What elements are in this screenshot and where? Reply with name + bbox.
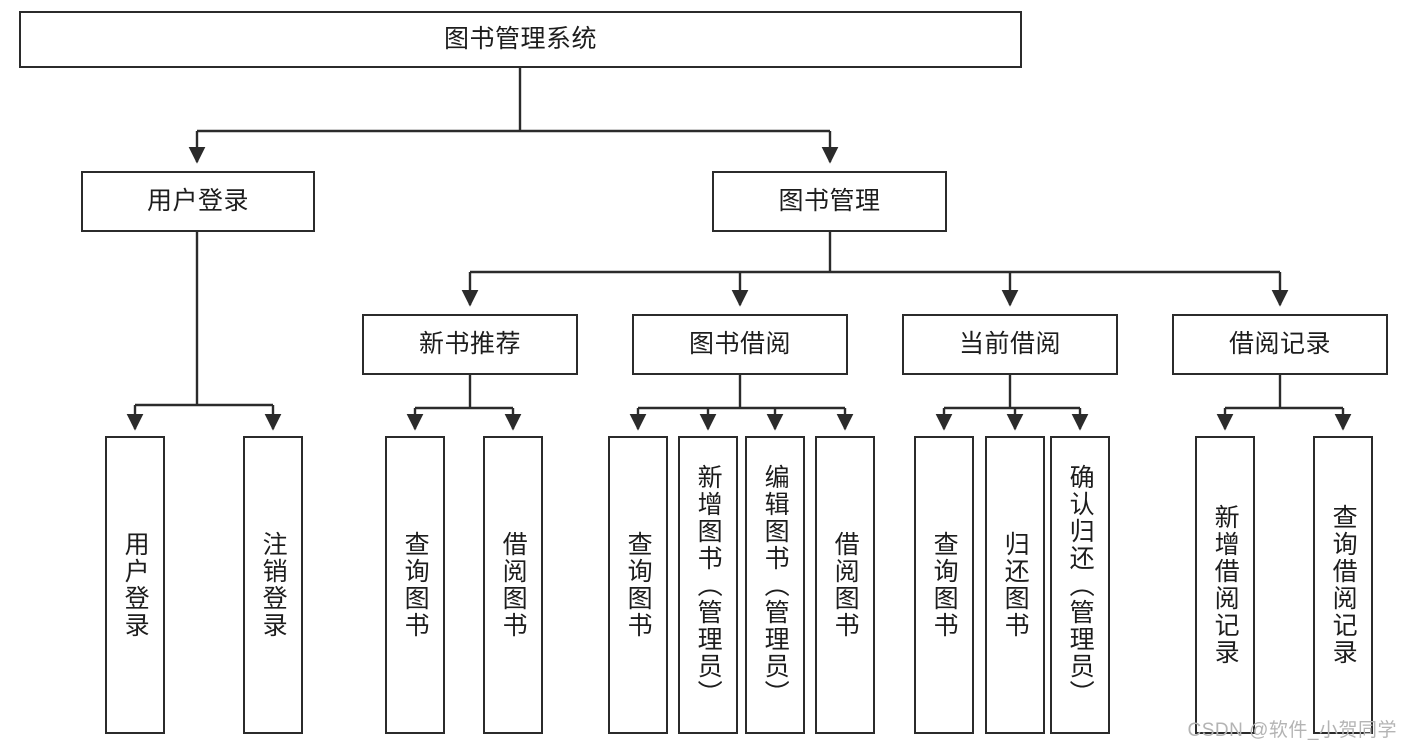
node-new-book-recommend[interactable]: 新书推荐: [362, 314, 578, 375]
node-label: 图书借阅: [688, 330, 791, 358]
leaf-new-book-borrow[interactable]: 借阅图书: [483, 436, 543, 734]
node-label: 用户登录: [146, 187, 249, 215]
leaf-current-query-book[interactable]: 查询图书: [914, 436, 974, 734]
leaf-borrow-add-book-admin[interactable]: 新增图书（管理员）: [678, 436, 738, 734]
leaf-user-login-signin[interactable]: 用户登录: [105, 436, 165, 734]
node-label: 借阅记录: [1228, 330, 1331, 358]
node-book-borrow[interactable]: 图书借阅: [632, 314, 848, 375]
leaf-borrow-query-book[interactable]: 查询图书: [608, 436, 668, 734]
node-label: 查询借阅记录: [1329, 504, 1358, 666]
leaf-current-confirm-return-admin[interactable]: 确认归还（管理员）: [1050, 436, 1110, 734]
leaf-current-return-book[interactable]: 归还图书: [985, 436, 1045, 734]
node-label: 借阅图书: [831, 531, 860, 639]
leaf-new-book-query[interactable]: 查询图书: [385, 436, 445, 734]
node-label: 查询图书: [401, 531, 430, 639]
node-book-management[interactable]: 图书管理: [712, 171, 947, 232]
node-label: 确认归还（管理员）: [1066, 463, 1095, 707]
node-label: 用户登录: [121, 531, 150, 639]
node-label: 查询图书: [624, 531, 653, 639]
leaf-borrow-borrow-book[interactable]: 借阅图书: [815, 436, 875, 734]
node-label: 新书推荐: [418, 330, 521, 358]
node-root-system[interactable]: 图书管理系统: [19, 11, 1022, 68]
node-label: 图书管理系统: [443, 25, 597, 53]
node-borrow-record[interactable]: 借阅记录: [1172, 314, 1388, 375]
node-label: 新增借阅记录: [1211, 504, 1240, 666]
node-label: 注销登录: [259, 531, 288, 639]
leaf-user-login-signout[interactable]: 注销登录: [243, 436, 303, 734]
node-label: 当前借阅: [958, 330, 1061, 358]
node-label: 查询图书: [930, 531, 959, 639]
leaf-record-add[interactable]: 新增借阅记录: [1195, 436, 1255, 734]
node-label: 新增图书（管理员）: [694, 463, 723, 707]
node-label: 借阅图书: [499, 531, 528, 639]
node-label: 图书管理: [778, 187, 881, 215]
node-label: 归还图书: [1001, 531, 1030, 639]
leaf-borrow-edit-book-admin[interactable]: 编辑图书（管理员）: [745, 436, 805, 734]
leaf-record-query[interactable]: 查询借阅记录: [1313, 436, 1373, 734]
node-current-borrow[interactable]: 当前借阅: [902, 314, 1118, 375]
node-user-login[interactable]: 用户登录: [81, 171, 315, 232]
node-label: 编辑图书（管理员）: [761, 463, 790, 707]
